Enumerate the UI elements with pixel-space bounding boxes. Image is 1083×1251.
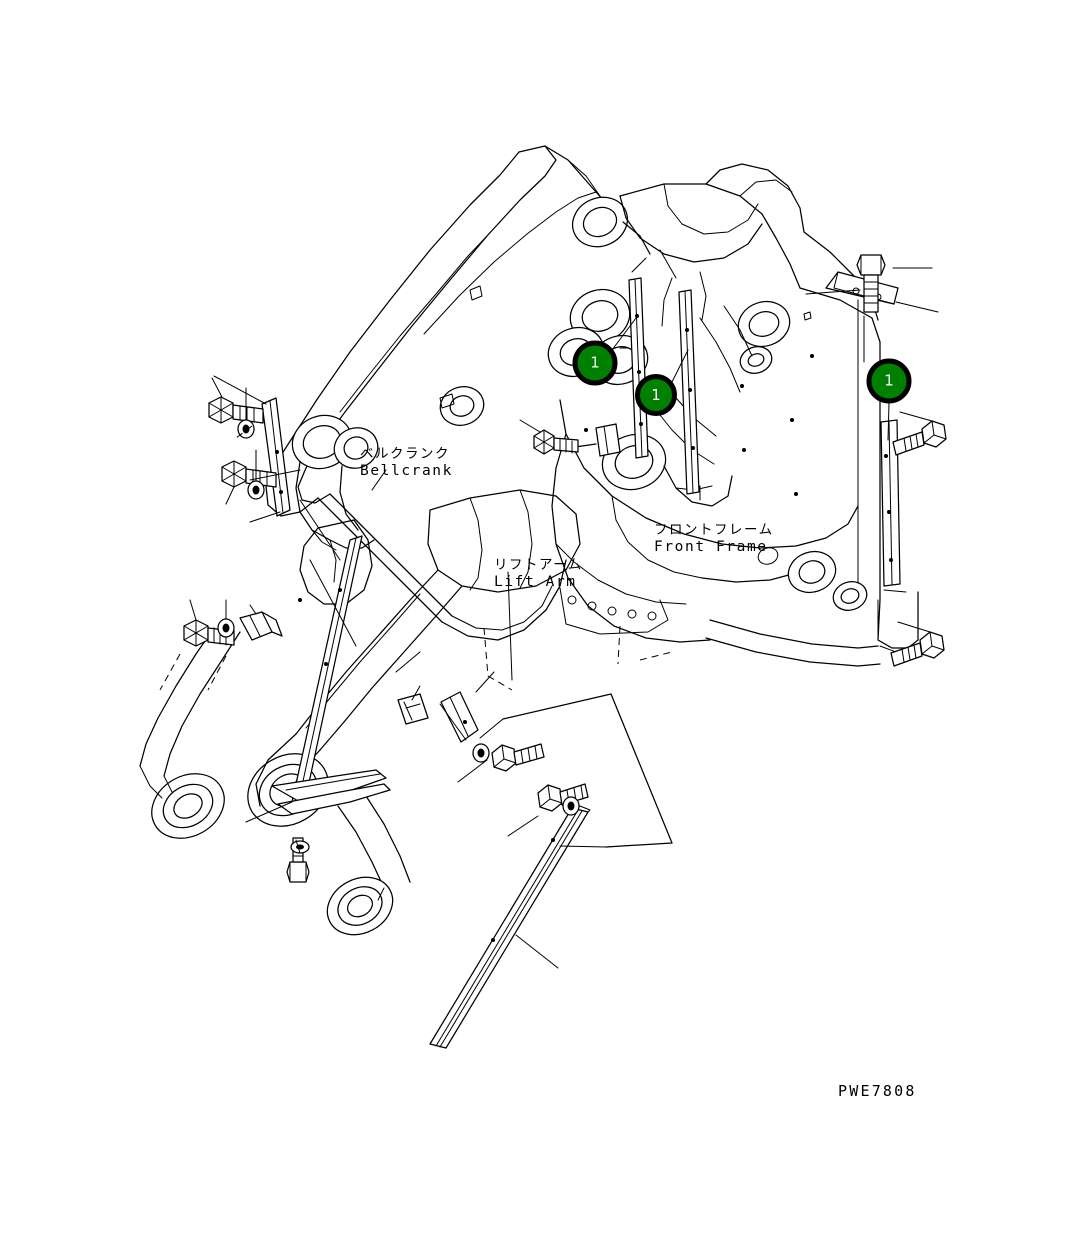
hex-bolt xyxy=(892,420,947,456)
washer xyxy=(217,618,235,638)
small-bracket-b xyxy=(239,611,283,641)
callout-badge-2[interactable]: 1 xyxy=(635,374,677,416)
hex-bolt xyxy=(221,460,277,488)
mounting-strip-left xyxy=(261,397,291,517)
hex-bolt xyxy=(533,429,579,455)
callout-number: 1 xyxy=(884,371,894,390)
hex-bolt xyxy=(856,254,886,313)
mounting-strip-center-left xyxy=(619,277,649,459)
mounting-strip-right xyxy=(880,419,901,587)
label-lift-arm-en: Lift Arm xyxy=(494,573,577,590)
bellcrank-assembly xyxy=(291,414,379,605)
label-bellcrank-en: Bellcrank xyxy=(360,462,453,479)
callout-number: 1 xyxy=(590,353,600,372)
drawing-number: PWE7808 xyxy=(838,1082,917,1100)
hex-bolt xyxy=(208,396,264,424)
label-front-frame-en: Front Frame xyxy=(654,538,768,555)
washer xyxy=(562,796,580,816)
mounting-strip-center-right xyxy=(678,289,700,495)
washer xyxy=(472,743,490,763)
hinge-block xyxy=(397,693,429,725)
label-bellcrank-jp: ベルクランク xyxy=(360,446,450,462)
callout-number: 1 xyxy=(651,385,661,404)
small-bracket-a xyxy=(440,691,479,743)
callout-badge-3[interactable]: 1 xyxy=(866,358,912,404)
washer xyxy=(290,840,310,854)
panel-plate xyxy=(479,693,673,848)
label-lift-arm-jp: リフトアーム xyxy=(494,557,583,573)
guard-rail-rod xyxy=(429,805,591,1049)
hex-bolt xyxy=(890,631,945,667)
label-bellcrank: ベルクランク Bellcrank xyxy=(360,446,453,480)
hidden-edges xyxy=(159,425,673,691)
wedge-bracket xyxy=(271,769,391,815)
label-lift-arm: リフトアーム Lift Arm xyxy=(494,557,583,591)
label-front-frame: フロントフレーム Front Frame xyxy=(654,522,774,556)
callout-badge-1[interactable]: 1 xyxy=(572,340,618,386)
hex-bolt xyxy=(491,743,545,772)
leader-lines xyxy=(189,249,939,969)
washer xyxy=(247,480,265,500)
label-front-frame-jp: フロントフレーム xyxy=(654,522,774,538)
